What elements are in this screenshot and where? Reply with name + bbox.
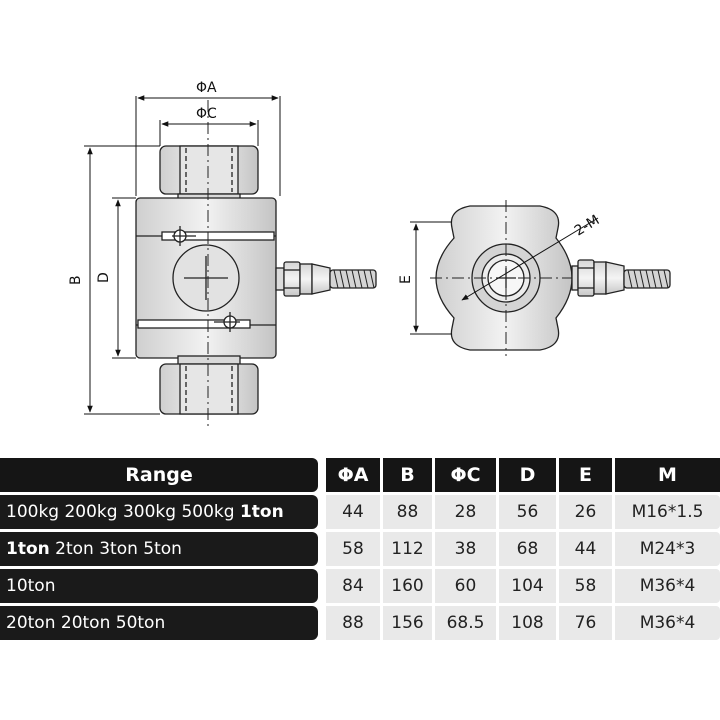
label-phi-c: ΦC — [196, 106, 217, 122]
cell-e: 44 — [556, 532, 612, 566]
cell-b: 160 — [380, 569, 432, 603]
header-phi-c: ΦC — [432, 458, 496, 492]
cell-m: M36*4 — [612, 606, 720, 640]
cell-phi-a: 44 — [318, 495, 380, 529]
range-text: 20ton 20ton 50ton — [6, 613, 166, 633]
table-row: 1ton 2ton 3ton 5ton 58 112 38 68 44 M24*… — [0, 532, 720, 566]
cell-b: 112 — [380, 532, 432, 566]
range-cell: 100kg 200kg 300kg 500kg 1ton — [0, 495, 318, 529]
cell-phi-a: 84 — [318, 569, 380, 603]
cell-phi-a: 58 — [318, 532, 380, 566]
cell-b: 156 — [380, 606, 432, 640]
header-m: M — [612, 458, 720, 492]
label-phi-a: ΦA — [196, 80, 217, 96]
range-cell: 10ton — [0, 569, 318, 603]
table-header-row: Range ΦA B ΦC D E M — [0, 458, 720, 492]
cell-d: 108 — [496, 606, 556, 640]
range-cell: 1ton 2ton 3ton 5ton — [0, 532, 318, 566]
label-2m: 2-M — [572, 212, 603, 239]
cell-m: M16*1.5 — [612, 495, 720, 529]
label-d: D — [96, 272, 112, 283]
cell-phi-c: 28 — [432, 495, 496, 529]
header-d: D — [496, 458, 556, 492]
range-text: 100kg 200kg 300kg 500kg — [6, 502, 240, 522]
cell-m: M36*4 — [612, 569, 720, 603]
side-dimensions — [410, 217, 599, 335]
cell-phi-a: 88 — [318, 606, 380, 640]
header-b: B — [380, 458, 432, 492]
table-row: 10ton 84 160 60 104 58 M36*4 — [0, 569, 720, 603]
spec-table: Range ΦA B ΦC D E M 100kg 200kg 300kg 50… — [0, 455, 720, 643]
cell-e: 76 — [556, 606, 612, 640]
range-cell: 20ton 20ton 50ton — [0, 606, 318, 640]
front-view — [135, 100, 377, 428]
table-row: 20ton 20ton 50ton 88 156 68.5 108 76 M36… — [0, 606, 720, 640]
load-cell-technical-drawing: ΦA ΦC B D E 2-M — [68, 80, 671, 428]
cell-e: 58 — [556, 569, 612, 603]
label-e: E — [398, 275, 414, 284]
cell-phi-c: 38 — [432, 532, 496, 566]
cell-b: 88 — [380, 495, 432, 529]
cell-e: 26 — [556, 495, 612, 529]
range-bold-text: 1ton — [239, 502, 284, 522]
header-phi-a: ΦA — [318, 458, 380, 492]
label-b: B — [68, 275, 84, 285]
cell-d: 68 — [496, 532, 556, 566]
range-text: 10ton — [6, 576, 56, 596]
table-row: 100kg 200kg 300kg 500kg 1ton 44 88 28 56… — [0, 495, 720, 529]
side-view — [430, 200, 671, 356]
cell-m: M24*3 — [612, 532, 720, 566]
cell-d: 104 — [496, 569, 556, 603]
header-range: Range — [0, 458, 318, 492]
header-e: E — [556, 458, 612, 492]
range-bold-text: 1ton — [6, 539, 50, 559]
range-text-after: 2ton 3ton 5ton — [49, 539, 182, 559]
cell-d: 56 — [496, 495, 556, 529]
front-dimensions — [84, 95, 281, 415]
cell-phi-c: 60 — [432, 569, 496, 603]
cell-phi-c: 68.5 — [432, 606, 496, 640]
